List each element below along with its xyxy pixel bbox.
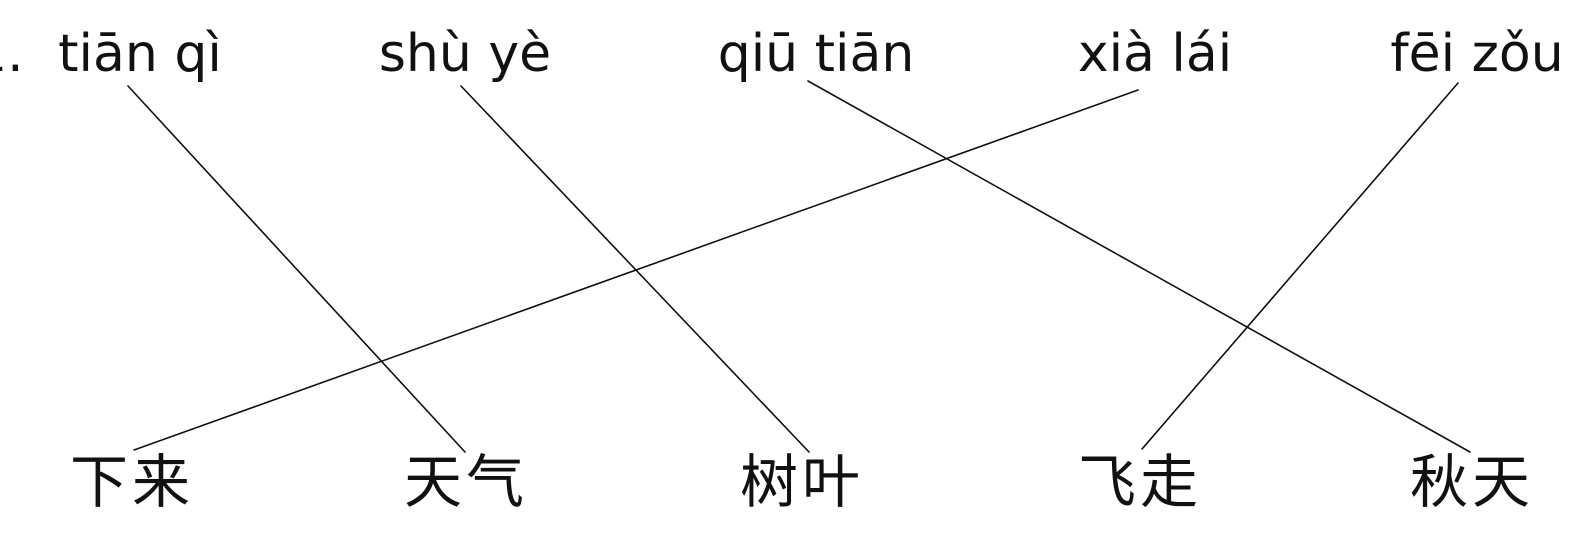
chinese-word[interactable]: 秋天 (1409, 448, 1534, 516)
pinyin-item[interactable]: fēi zǒu (1390, 24, 1564, 84)
connection-line (460, 85, 810, 453)
pinyin-item[interactable]: tiān qì (58, 24, 222, 84)
connection-line (1141, 82, 1459, 450)
chinese-word[interactable]: 树叶 (739, 448, 864, 516)
connection-line (807, 80, 1471, 453)
pinyin-item[interactable]: xià lái (1077, 24, 1233, 84)
connection-line (127, 85, 466, 453)
pinyin-item[interactable]: qiū tiān (717, 24, 915, 84)
chinese-word[interactable]: 下来 (69, 448, 194, 516)
chinese-word[interactable]: 天气 (403, 448, 528, 516)
pinyin-item[interactable]: shù yè (378, 24, 552, 84)
connection-line (133, 89, 1139, 451)
chinese-word[interactable]: 飞走 (1077, 448, 1202, 516)
question-number: 1. (0, 24, 24, 84)
